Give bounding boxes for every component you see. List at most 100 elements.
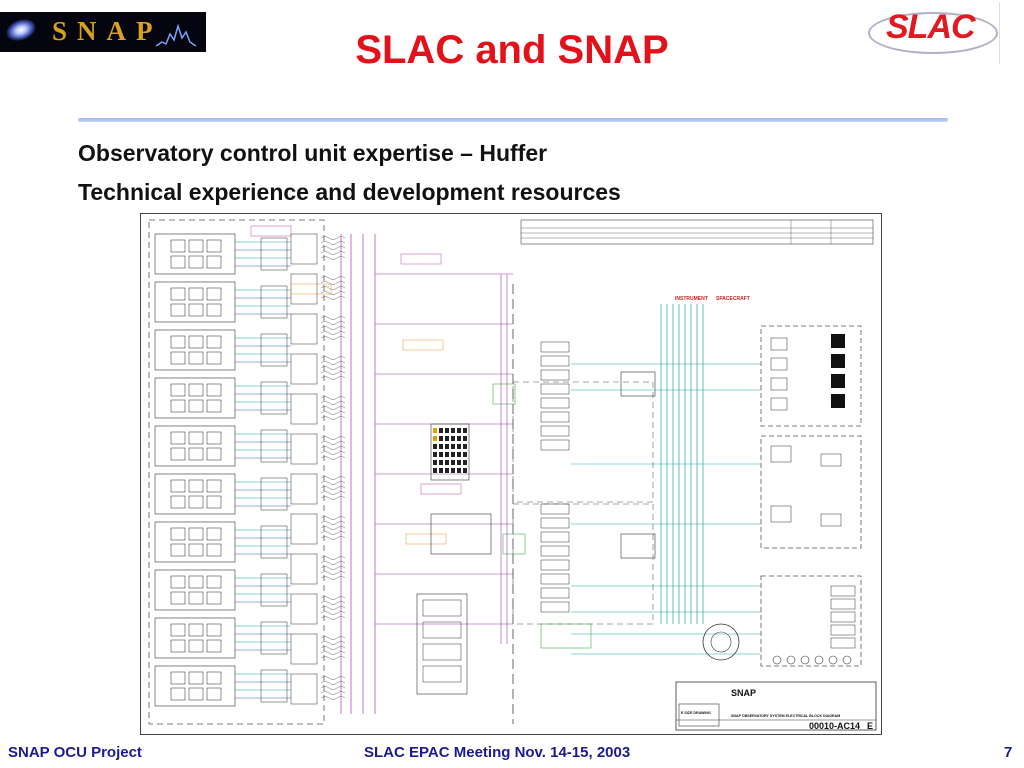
harness-box [290,633,318,665]
cable-wave [320,571,346,575]
detector-module [154,569,236,611]
cable-wave [320,516,346,520]
module-chip [170,239,186,253]
ocu-region-a [512,381,654,503]
spacecraft-unit [820,513,842,527]
cable-wave [320,641,346,645]
interface-box [260,525,288,559]
annotation-note [405,533,447,545]
annotation-note [250,225,292,237]
module-chip [188,399,204,413]
module-chip [188,479,204,493]
harness-box [290,313,318,345]
module-chip [206,479,222,493]
module-chip [188,687,204,701]
orbit-ring-icon [868,12,998,54]
cable-wave [320,576,346,580]
module-chip [188,303,204,317]
cable-wave [320,611,346,615]
harness-box [290,593,318,625]
cable-wave [320,436,346,440]
cable-wave [320,331,346,335]
module-chip [206,495,222,509]
thruster-icon [814,655,824,665]
ocu-power-box [416,593,468,695]
cable-wave [320,681,346,685]
module-chip [170,383,186,397]
harness-box [290,273,318,305]
spacecraft-region-c [760,575,862,667]
cable-wave [320,521,346,525]
cable-wave [320,491,346,495]
module-chip [188,431,204,445]
cable-wave [320,371,346,375]
thruster-icon [800,655,810,665]
interface-box [260,573,288,607]
detector-module [154,281,236,323]
module-chip [206,255,222,269]
ocu-pin [463,452,467,457]
interface-box [260,285,288,319]
cable-wave [320,236,346,240]
thruster-icon [842,655,852,665]
module-chip [170,287,186,301]
spacecraft-unit [770,377,788,391]
cable-wave [320,296,346,300]
cable-wave [320,651,346,655]
cable-wave [320,241,346,245]
logo-divider [999,2,1000,64]
cable-wave [320,596,346,600]
motor-circle [702,623,740,661]
cable-wave [320,446,346,450]
module-chip [206,335,222,349]
green-note [502,533,526,555]
module-chip [170,431,186,445]
cable-wave [320,416,346,420]
spacecraft-card [830,598,856,610]
module-chip [188,671,204,685]
ocu-pin [457,460,461,465]
ocu-pin [433,444,437,449]
title-block [675,681,877,731]
ocu-pin [445,452,449,457]
module-chip [206,527,222,541]
cable-wave [320,326,346,330]
power-module [422,643,462,661]
ocu-pin [433,468,437,473]
electronics-card [540,397,570,409]
snap-logo: SNAP [0,12,206,52]
cable-wave [320,406,346,410]
harness-box [290,473,318,505]
cable-wave [320,566,346,570]
electronics-card [540,559,570,571]
controller-box [620,371,656,397]
harness-box [290,513,318,545]
module-chip [170,639,186,653]
module-chip [206,671,222,685]
ocu-pin [463,444,467,449]
module-chip [188,351,204,365]
cable-wave [320,316,346,320]
spacecraft-battery [831,334,845,348]
module-chip [206,287,222,301]
detector-module [154,329,236,371]
module-chip [206,687,222,701]
ocu-pin [457,468,461,473]
ocu-pin [445,444,449,449]
spacecraft-battery [831,354,845,368]
module-chip [206,239,222,253]
module-chip [188,591,204,605]
module-chip [206,383,222,397]
ocu-pin [451,436,455,441]
cable-wave [320,696,346,700]
cable-wave [320,636,346,640]
ocu-pin [439,436,443,441]
module-chip [188,495,204,509]
drawing-number: 00010-AC14 [809,721,860,731]
title-divider [78,118,948,122]
ocu-pin [445,436,449,441]
ocu-pin [439,452,443,457]
module-chip [206,639,222,653]
ocu-pin [451,444,455,449]
detector-region [148,219,325,725]
